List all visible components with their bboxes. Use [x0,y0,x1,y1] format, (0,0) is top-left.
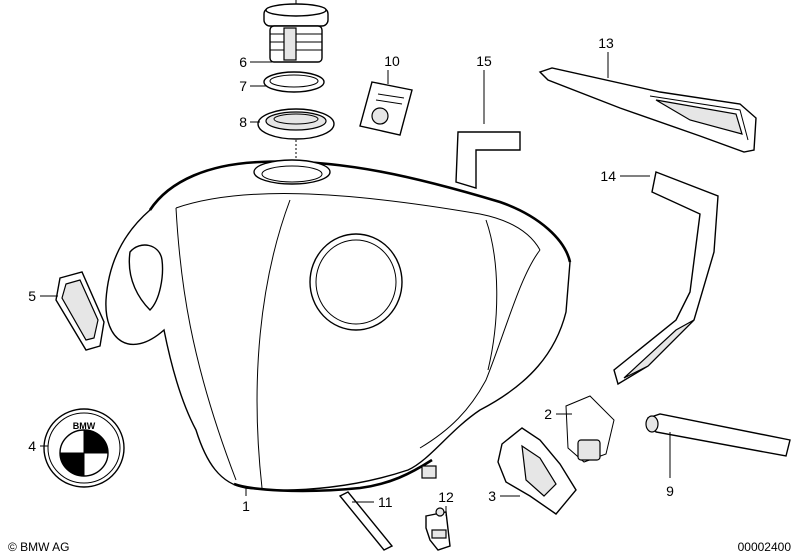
callout-11: 11 [378,494,393,510]
diagram-reference-number: 00002400 [737,540,791,554]
callout-14: 14 [600,168,616,184]
callout-12: 12 [438,489,454,505]
knee-pad-part-14 [613,171,719,386]
callout-9: 9 [666,483,674,499]
callout-10: 10 [384,53,400,69]
filler-cap-part-6 [263,0,329,63]
leader-lines [40,52,671,516]
callout-8: 8 [239,114,247,130]
emblem-lettering: BMW [73,421,96,431]
callout-1: 1 [242,498,250,514]
callout-13: 13 [598,35,614,51]
clip-part-2 [565,395,615,463]
knee-pad-part-13 [538,67,757,153]
callout-4: 4 [28,438,36,454]
strip-part-11 [338,491,394,551]
bracket-part-3 [497,427,577,515]
bmw-emblem-part-4: BMW [43,408,125,488]
callout-3: 3 [488,488,496,504]
callout-5: 5 [28,288,36,304]
seal-ring-part-7 [263,71,325,93]
callout-7: 7 [239,78,247,94]
flange-ring-part-8 [257,108,335,160]
valve-part-12 [425,507,451,551]
hose-part-9 [645,413,791,457]
callout-labels: 6 7 8 10 15 13 14 5 4 2 3 9 1 11 12 [28,35,674,514]
callout-6: 6 [239,54,247,70]
callout-15: 15 [476,53,492,69]
label-sticker-part-10 [359,81,413,136]
pad-part-15 [455,131,521,189]
copyright-notice: © BMW AG [8,540,70,554]
insert-part-5 [55,271,105,351]
fuel-tank-part-1 [105,159,572,493]
callout-2: 2 [544,406,552,422]
